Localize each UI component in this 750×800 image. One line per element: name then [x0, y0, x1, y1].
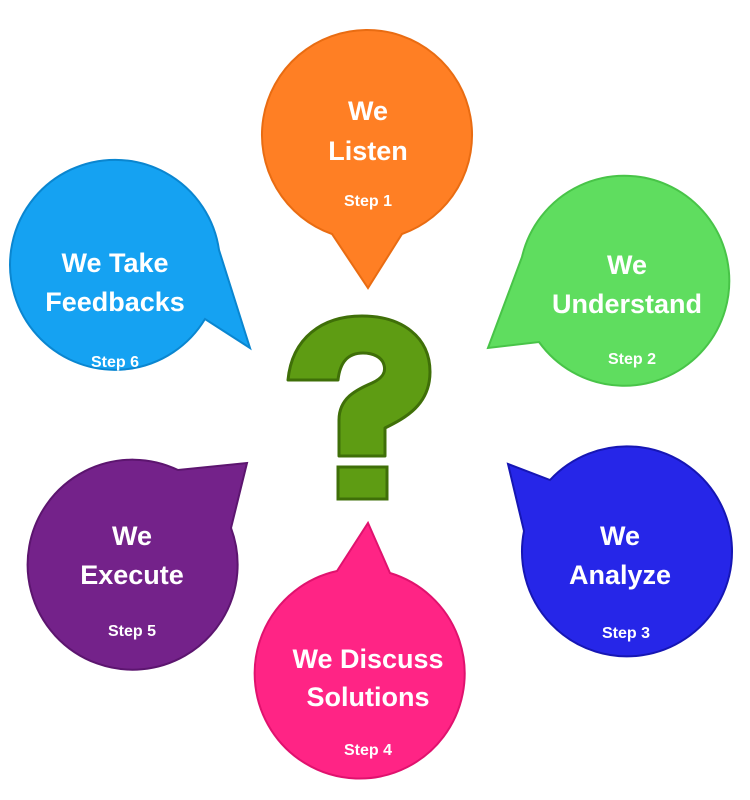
- bubble-step-4-shape: [253, 520, 466, 780]
- bubble-step-3-title-line-2: Analyze: [569, 560, 671, 590]
- bubble-step-2-title-line-2: Understand: [552, 289, 702, 319]
- bubble-step-2-title-line-1: We: [607, 250, 647, 280]
- bubble-step-2-label: Step 2: [608, 351, 656, 368]
- bubble-step-5: We Execute Step 5: [26, 458, 249, 671]
- bubble-step-5-title-line-1: We: [112, 521, 152, 551]
- bubble-step-6-shape: [9, 158, 252, 371]
- bubble-step-6-title-line-2: Feedbacks: [45, 287, 185, 317]
- question-mark-dot: [336, 465, 389, 501]
- bubble-step-4-label: Step 4: [344, 742, 392, 759]
- bubble-step-5-label: Step 5: [108, 623, 156, 640]
- bubble-step-5-shape: [26, 458, 249, 671]
- bubble-step-1-shape: [261, 28, 473, 290]
- bubble-step-3-shape: [506, 445, 733, 658]
- bubble-step-2: We Understand Step 2: [486, 174, 731, 387]
- bubble-step-5-title-line-2: Execute: [80, 560, 184, 590]
- bubble-step-3-title-line-1: We: [600, 521, 640, 551]
- bubble-step-3: We Analyze Step 3: [506, 445, 733, 658]
- bubble-step-1-title-line-2: Listen: [328, 136, 408, 166]
- bubble-step-1-title-line-1: We: [348, 96, 388, 126]
- question-mark-curve: [286, 314, 432, 458]
- bubble-step-1: We Listen Step 1: [261, 28, 473, 290]
- bubble-step-6: We Take Feedbacks Step 6: [9, 158, 252, 371]
- bubble-step-1-label: Step 1: [344, 193, 392, 210]
- bubble-step-3-label: Step 3: [602, 625, 650, 642]
- bubble-step-6-title-line-1: We Take: [61, 248, 168, 278]
- question-mark-icon: [286, 314, 432, 501]
- bubble-step-4: We Discuss Solutions Step 4: [253, 520, 466, 780]
- bubble-step-4-title-line-1: We Discuss: [292, 644, 443, 674]
- bubble-step-4-title-line-2: Solutions: [307, 682, 430, 712]
- bubble-step-6-label: Step 6: [91, 354, 139, 371]
- bubble-step-2-shape: [486, 174, 731, 387]
